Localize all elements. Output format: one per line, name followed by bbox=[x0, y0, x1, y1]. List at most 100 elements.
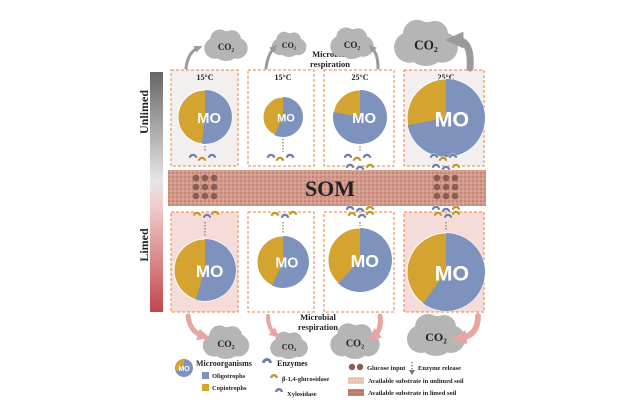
temperature-label: 25°C bbox=[352, 73, 369, 82]
co2-label: CO₂ bbox=[346, 338, 364, 349]
unlimed-panel-3: 25°C MO bbox=[323, 69, 395, 167]
legend: MO Microorganisms Oligotrophs Copiotroph… bbox=[174, 358, 464, 398]
limed-panel-1: MO bbox=[170, 210, 239, 313]
enzyme-icon bbox=[207, 153, 217, 159]
mo-label: MO bbox=[277, 112, 295, 124]
enzyme-icon bbox=[429, 153, 439, 159]
enzyme-icon bbox=[355, 207, 365, 213]
legend-mo-icon: MO bbox=[174, 359, 193, 377]
legend-glucosidase-icon bbox=[270, 374, 278, 378]
co2-label: CO₂ bbox=[414, 38, 438, 53]
enzyme-icon bbox=[285, 153, 295, 159]
enzyme-icon bbox=[280, 213, 290, 219]
respiration-arrow-unlimed-3 bbox=[368, 44, 380, 70]
co2-cloud-limed-2: CO₂ bbox=[270, 331, 308, 359]
co2-label: CO₂ bbox=[217, 339, 234, 350]
unlimed-panel-4: 25°CMO bbox=[403, 69, 486, 167]
legend-enzyme-release: Enzyme release bbox=[418, 365, 461, 372]
co2-cloud-unlimed-1: CO₂ bbox=[204, 29, 248, 61]
respiration-label-bottom-1: Microbial bbox=[300, 312, 336, 322]
legend-xylosidase-icon bbox=[275, 388, 283, 392]
respiration-arrow-limed-1 bbox=[185, 313, 211, 341]
enzyme-icon bbox=[355, 165, 365, 171]
legend-copiotrophs-swatch bbox=[202, 384, 209, 391]
respiration-label-top-1: Microbial bbox=[312, 49, 348, 59]
temperature-label: 15°C bbox=[197, 73, 214, 82]
enzyme-icon bbox=[343, 153, 353, 159]
mo-label: MO bbox=[351, 251, 379, 271]
enzyme-icon bbox=[365, 205, 375, 211]
mo-label: MO bbox=[352, 111, 376, 127]
enzyme-icon bbox=[433, 211, 443, 217]
enzyme-icon bbox=[288, 210, 298, 216]
unlimed-label: Unlimed bbox=[137, 90, 151, 134]
som-enzyme-group bbox=[431, 205, 461, 213]
mo-label: MO bbox=[275, 256, 298, 272]
enzyme-icon bbox=[451, 163, 461, 169]
limed-label: Limed bbox=[137, 228, 151, 262]
mo-label: MO bbox=[435, 262, 470, 286]
glucose-input-cluster-1 bbox=[192, 174, 218, 200]
mo-pie-limed-1: MO bbox=[173, 238, 237, 302]
som-label: SOM bbox=[305, 176, 355, 201]
enzyme-icon bbox=[431, 163, 441, 169]
treatment-gradient-bar bbox=[150, 72, 163, 312]
mo-label: MO bbox=[196, 262, 223, 281]
mo-pie-limed-2: MO bbox=[256, 235, 310, 289]
mo-pie-unlimed-4: MO bbox=[406, 78, 486, 158]
legend-enzyme-icon bbox=[262, 358, 272, 363]
enzyme-icon bbox=[352, 156, 362, 162]
legend-available-limed: Available substrate in limed soil bbox=[368, 390, 457, 397]
enzyme-icon bbox=[438, 156, 448, 162]
enzyme-icon bbox=[443, 213, 453, 219]
unlimed-panel-2: 15°CMO bbox=[247, 69, 315, 167]
mo-label: MO bbox=[197, 111, 221, 127]
som-enzyme-group bbox=[345, 163, 375, 171]
respiration-label-top-2: respiration bbox=[310, 59, 350, 69]
mo-pie-limed-4: MO bbox=[406, 232, 486, 312]
svg-text:MO: MO bbox=[178, 366, 190, 373]
legend-microorganisms: Microorganisms bbox=[196, 359, 252, 368]
enzyme-icon bbox=[270, 211, 280, 217]
temperature-label: 25°C bbox=[438, 73, 455, 82]
enzyme-icon bbox=[431, 205, 441, 211]
enzyme-icon bbox=[188, 153, 198, 159]
enzyme-icon bbox=[365, 163, 375, 169]
co2-label: CO₂ bbox=[282, 342, 297, 351]
glucose-input-cluster-2 bbox=[433, 174, 459, 200]
respiration-label-bottom-2: respiration bbox=[298, 322, 338, 332]
limed-panel-4: MO bbox=[403, 210, 486, 313]
co2-label: CO₂ bbox=[425, 330, 447, 344]
som-enzyme-group bbox=[431, 163, 461, 171]
co2-label: CO₂ bbox=[344, 40, 361, 50]
enzyme-icon bbox=[345, 163, 355, 169]
co2-cloud-unlimed-2: CO₂ bbox=[271, 31, 307, 57]
enzyme-icon bbox=[210, 210, 220, 216]
enzyme-icon bbox=[345, 205, 355, 211]
co2-cloud-limed-4: CO₂ bbox=[407, 314, 465, 356]
enzyme-icon bbox=[357, 213, 367, 219]
legend-oligotrophs: Oligotrophs bbox=[212, 373, 246, 380]
legend-copiotrophs: Copiotrophs bbox=[212, 385, 247, 392]
enzyme-icon bbox=[192, 211, 202, 217]
respiration-arrow-unlimed-1 bbox=[184, 45, 203, 70]
enzyme-icon bbox=[451, 205, 461, 211]
limed-panel-3: MO bbox=[323, 210, 395, 313]
legend-enzymes: Enzymes bbox=[277, 359, 308, 368]
legend-xylosidase: Xylosidase bbox=[287, 391, 317, 398]
som-enzyme-group bbox=[345, 205, 375, 213]
co2-label: CO₂ bbox=[282, 41, 297, 50]
enzyme-icon bbox=[266, 153, 276, 159]
unlimed-panel-1: 15°C MO bbox=[170, 69, 239, 167]
enzyme-icon bbox=[362, 153, 372, 159]
enzyme-icon bbox=[441, 165, 451, 171]
legend-glucosidase: β-1,4-glucosidase bbox=[282, 376, 329, 383]
enzyme-icon bbox=[448, 153, 458, 159]
enzyme-icon bbox=[441, 207, 451, 213]
co2-cloud-limed-1: CO₂ bbox=[202, 325, 250, 359]
enzyme-icon bbox=[451, 210, 461, 216]
respiration-arrow-limed-3 bbox=[367, 313, 383, 341]
co2-cloud-unlimed-3: CO₂ bbox=[330, 27, 374, 59]
legend-oligotrophs-swatch bbox=[202, 372, 209, 379]
